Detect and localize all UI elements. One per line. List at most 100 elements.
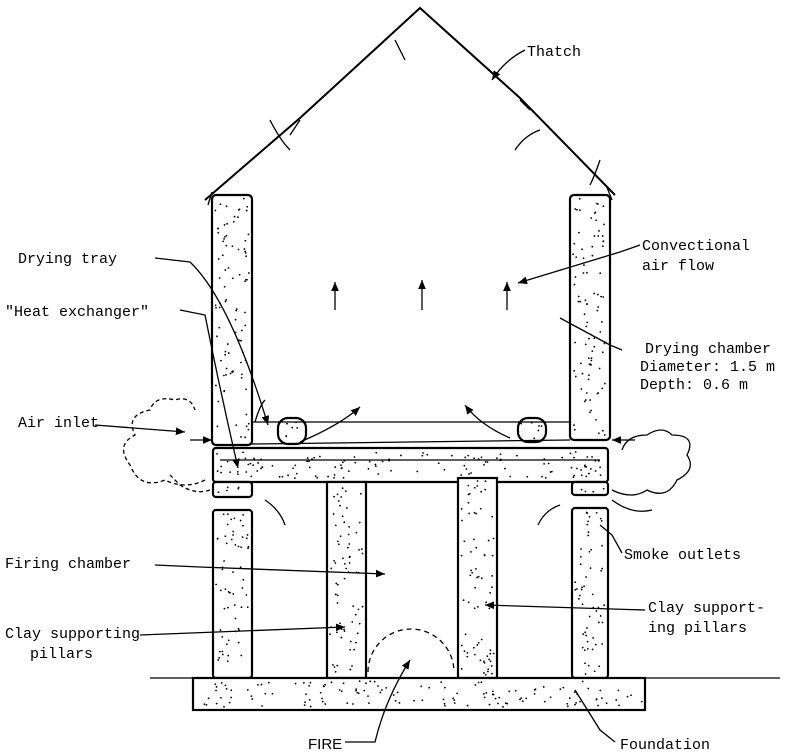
stipple-dot <box>304 701 306 704</box>
stipple-dot <box>237 545 240 548</box>
stipple-dot <box>244 436 247 439</box>
stipple-dot <box>575 256 578 259</box>
stipple-dot <box>576 208 578 211</box>
stipple-dot <box>219 629 222 631</box>
stipple-dot <box>595 511 598 514</box>
stipple-dot <box>240 546 243 549</box>
stipple-dot <box>460 474 463 476</box>
stipple-dot <box>380 689 383 691</box>
label-convectional: Convectional <box>642 238 750 255</box>
stipple-dot <box>479 507 482 510</box>
stipple-dot <box>626 695 629 698</box>
stipple-dot <box>550 470 553 473</box>
stipple-dot <box>464 456 467 459</box>
stipple-dot <box>420 685 423 688</box>
stipple-dot <box>309 681 312 684</box>
stipple-dot <box>593 292 596 295</box>
stipple-dot <box>477 605 479 608</box>
stipple-dot <box>361 552 364 555</box>
stipple-dot <box>588 550 591 553</box>
label-foundation: Foundation <box>620 737 710 754</box>
stipple-dot <box>379 691 382 694</box>
stipple-dot <box>215 689 217 692</box>
stipple-dot <box>576 467 578 470</box>
stipple-dot <box>374 465 377 468</box>
stipple-dot <box>460 554 463 557</box>
stipple-dot <box>281 475 284 478</box>
stipple-dot <box>591 455 593 458</box>
stipple-dot <box>585 325 588 328</box>
stipple-dot <box>490 665 493 667</box>
stipple-dot <box>245 425 248 428</box>
stipple-dot <box>584 673 587 675</box>
stipple-dot <box>359 492 362 495</box>
smoke-right <box>611 429 691 512</box>
stipple-dot <box>580 469 582 471</box>
stipple-dot <box>467 493 470 496</box>
stipple-dot <box>491 672 493 675</box>
stipple-dot <box>214 384 217 387</box>
stipple-dot <box>579 594 581 597</box>
stipple-dot <box>549 696 552 699</box>
stipple-dot <box>596 309 599 312</box>
stipple-dot <box>347 533 350 536</box>
stipple-dot <box>466 704 469 707</box>
stipple-dot <box>520 697 523 700</box>
stipple-dot <box>355 641 357 644</box>
stipple-dot <box>242 513 245 516</box>
stipple-dot <box>578 197 581 200</box>
stipple-dot <box>237 473 239 476</box>
stipple-dot <box>271 692 274 695</box>
label-clay-right-2: ing pillars <box>648 620 747 637</box>
stipple-dot <box>462 599 465 602</box>
stipple-dot <box>235 309 238 312</box>
stipple-dot <box>574 208 577 210</box>
stipple-dot <box>308 466 311 469</box>
fire-outline <box>367 628 455 673</box>
stipple-dot <box>533 437 536 440</box>
stipple-dot <box>463 650 466 652</box>
stipple-dot <box>559 688 562 690</box>
inner-pillar-left <box>325 480 368 680</box>
stipple-dot <box>220 471 223 474</box>
stipple-dot <box>487 539 490 542</box>
stipple-dot <box>456 692 459 695</box>
stipple-dot <box>285 435 288 438</box>
stipple-dot <box>599 689 602 692</box>
stipple-dot <box>256 470 259 472</box>
stipple-dot <box>347 470 350 473</box>
stipple-dot <box>241 587 244 589</box>
stipple-dot <box>584 465 586 468</box>
stipple-dot <box>308 698 311 701</box>
stipple-dot <box>586 456 589 458</box>
stipple-dot <box>342 682 345 685</box>
stipple-dot <box>246 606 249 609</box>
stipple-dot <box>577 295 580 298</box>
stipple-dot <box>593 235 596 237</box>
stipple-dot <box>239 566 242 569</box>
stipple-dot <box>587 687 590 690</box>
stipple-dot <box>573 428 576 431</box>
stipple-dot <box>640 700 643 703</box>
stipple-dot <box>580 388 583 390</box>
stipple-dot <box>334 670 337 673</box>
label-air-flow: air flow <box>642 258 714 275</box>
stipple-dot <box>598 367 601 370</box>
stipple-dot <box>224 300 227 303</box>
stipple-dot <box>574 375 577 378</box>
stipple-dot <box>547 462 550 465</box>
stipple-dot <box>450 454 453 457</box>
stipple-dot <box>237 248 240 251</box>
stipple-dot <box>322 685 325 687</box>
stipple-dot <box>225 205 228 208</box>
stipple-dot <box>220 465 223 468</box>
stipple-dot <box>452 697 455 700</box>
stipple-dot <box>598 230 600 232</box>
stipple-dot <box>243 248 246 250</box>
stipple-dot <box>217 231 220 234</box>
stipple-dot <box>453 699 456 702</box>
stipple-dot <box>227 591 230 593</box>
stipple-dot <box>227 654 230 657</box>
stipple-dot <box>205 703 208 706</box>
stipple-dot <box>295 472 298 475</box>
